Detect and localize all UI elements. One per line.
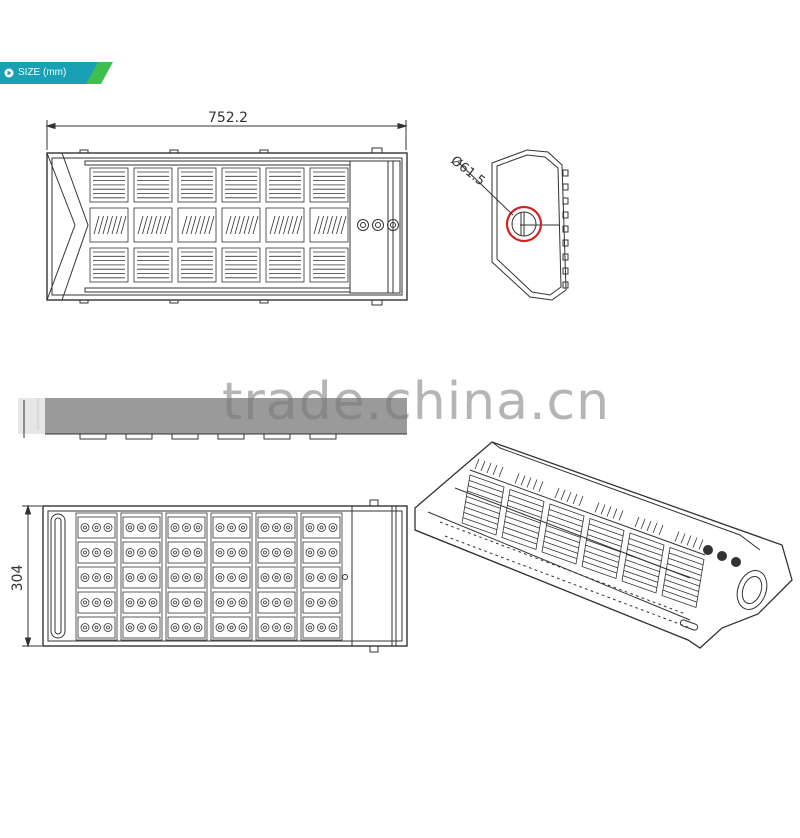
isometric-view (414, 441, 793, 649)
top-view: 752.2 (45, 110, 408, 306)
badge-shape (0, 62, 113, 84)
led-module-grid (75, 512, 343, 641)
badge-label: SIZE (mm) (18, 67, 67, 78)
bottom-view: 304 (10, 499, 408, 653)
tube-diameter-dimension: Ø61.5 (448, 153, 488, 189)
connector-1 (357, 219, 369, 231)
size-badge: SIZE (mm) (0, 62, 115, 84)
end-view: Ø61.5 (448, 149, 569, 301)
length-dimension: 752.2 (208, 110, 248, 126)
connector-3 (387, 219, 399, 231)
width-dimension: 304 (10, 565, 26, 592)
watermark: trade.china.cn (222, 372, 611, 432)
heat-sink-fins (89, 167, 349, 283)
connector-2 (372, 219, 384, 231)
mounting-tube-highlight (505, 205, 543, 243)
side-view (18, 398, 407, 440)
